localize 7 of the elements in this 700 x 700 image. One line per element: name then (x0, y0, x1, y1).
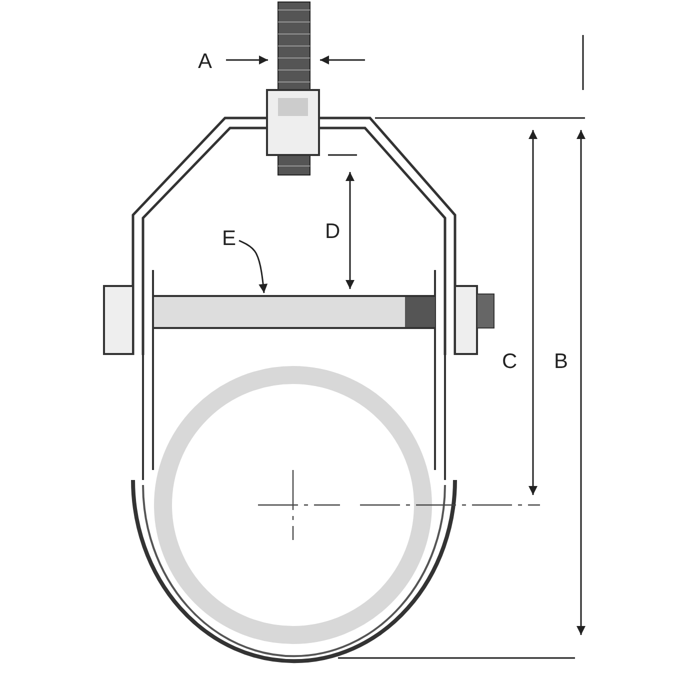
part-label: E (222, 228, 236, 249)
bolt-rod (152, 295, 436, 329)
dimension-label: D (325, 221, 340, 242)
dimension-label: A (198, 51, 212, 72)
dimension-label: B (554, 351, 568, 372)
dimension-label: C (502, 351, 518, 372)
leader-line (238, 240, 268, 294)
